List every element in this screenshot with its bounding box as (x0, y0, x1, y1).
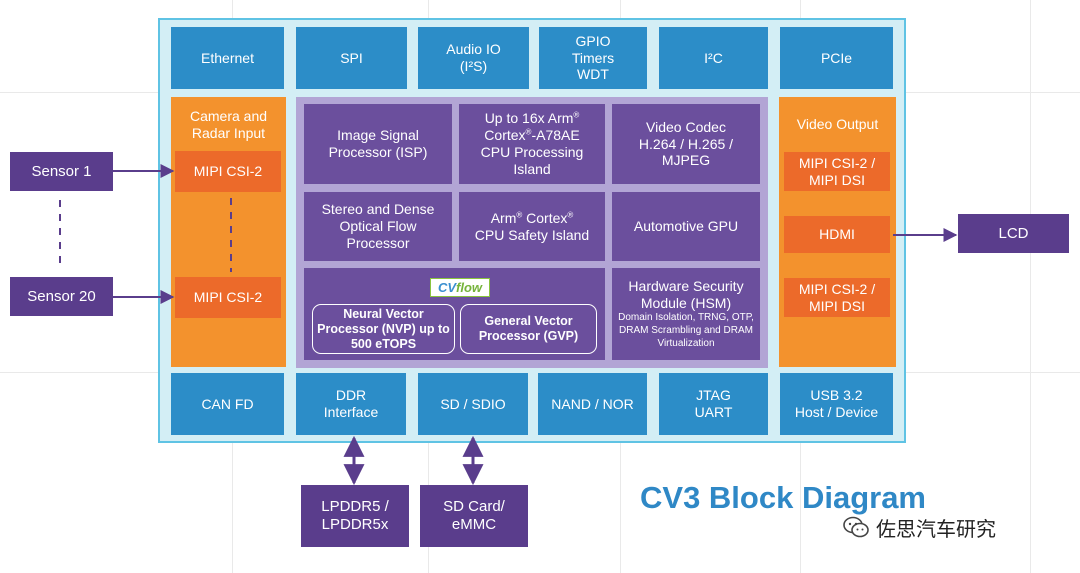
stereo-label: Stereo and Dense Optical Flow Processor (321, 201, 435, 251)
gvp-label: General Vector Processor (GVP) (478, 314, 579, 343)
cpu-line1: Up to 16x Arm (484, 110, 574, 127)
video-mipi-port-1-label: MIPI CSI-2 / MIPI DSI (798, 154, 876, 188)
grid-line (1030, 0, 1031, 573)
lpddr-line2: LPDDR5x (321, 516, 389, 533)
audio-io-sub-label: (I²S) (459, 58, 488, 74)
uart-label: UART (694, 404, 733, 420)
nand-nor-block: NAND / NOR (538, 373, 647, 435)
pcie-label: PCIe (820, 49, 853, 66)
hsm-block: Hardware Security Module (HSM) Domain Is… (612, 268, 760, 360)
cpu-line2b: -A78AE (531, 127, 580, 144)
nand-nor-label: NAND / NOR (551, 395, 634, 412)
can-fd-label: CAN FD (201, 395, 254, 412)
gpio-label: GPIO (575, 32, 611, 49)
mipi-csi2-port-1: MIPI CSI-2 (175, 151, 281, 192)
lcd-block: LCD (958, 214, 1069, 253)
ethernet-block: Ethernet (171, 27, 284, 89)
hdmi-label: HDMI (819, 226, 855, 243)
ethernet-label: Ethernet (201, 49, 254, 66)
usb-line2: Host / Device (794, 404, 879, 420)
cpu-line2: Cortex (484, 127, 526, 144)
wdt-label: WDT (577, 66, 609, 83)
gpio-block: GPIO Timers WDT (539, 27, 647, 89)
sd-card-block: SD Card/ eMMC (420, 485, 528, 547)
jtag-label: JTAG (696, 387, 731, 404)
diagram-title: CV3 Block Diagram (640, 480, 926, 515)
video-mipi-port-2-label: MIPI CSI-2 / MIPI DSI (798, 280, 876, 314)
sdcard-line1: SD Card/ (443, 498, 505, 515)
timers-label: Timers (571, 49, 615, 66)
stereo-optical-flow-block: Stereo and Dense Optical Flow Processor (304, 192, 452, 261)
sensor-20-block: Sensor 20 (10, 277, 113, 316)
sd-sdio-block: SD / SDIO (418, 373, 528, 435)
hsm-title: Hardware Security Module (HSM) (628, 277, 744, 311)
video-panel-title: Video Output (796, 116, 879, 132)
lpddr-block: LPDDR5 / LPDDR5x (301, 485, 409, 547)
cpu-processing-island: Up to 16x Arm® Cortex®-A78AE CPU Process… (459, 104, 605, 184)
spi-block: SPI (296, 27, 407, 89)
video-mipi-port-2: MIPI CSI-2 / MIPI DSI (784, 278, 890, 317)
sd-sdio-label: SD / SDIO (440, 395, 506, 412)
mipi-csi2-port-1-label: MIPI CSI-2 (193, 163, 263, 180)
can-fd-block: CAN FD (171, 373, 284, 435)
cpu-safety-island: Arm® Cortex® CPU Safety Island (459, 192, 605, 261)
codec-formats-label: H.264 / H.265 / MJPEG (638, 135, 734, 169)
sensor-1-block: Sensor 1 (10, 152, 113, 191)
isp-block: Image Signal Processor (ISP) (304, 104, 452, 184)
mipi-csi2-port-2: MIPI CSI-2 (175, 277, 281, 318)
ddr-interface-block: DDR Interface (296, 373, 406, 435)
cpu-line3: CPU Processing Island (480, 144, 584, 177)
safety-line2: CPU Safety Island (474, 226, 590, 243)
i2c-label: I²C (704, 49, 723, 66)
video-codec-label: Video Codec (646, 118, 726, 135)
spi-label: SPI (340, 49, 363, 66)
usb-block: USB 3.2 Host / Device (780, 373, 893, 435)
camera-panel-title: Camera and Radar Input (189, 108, 268, 141)
sensor-1-label: Sensor 1 (31, 162, 92, 180)
watermark-text: 佐思汽车研究 (876, 518, 996, 541)
audio-io-block: Audio IO (I²S) (418, 27, 529, 89)
lpddr-line1: LPDDR5 / (321, 498, 389, 515)
wechat-icon (843, 516, 869, 538)
audio-io-label: Audio IO (446, 41, 501, 58)
gvp-block: General Vector Processor (GVP) (460, 304, 597, 354)
safety-line1: Arm (490, 209, 517, 226)
i2c-block: I²C (659, 27, 768, 89)
jtag-uart-block: JTAG UART (659, 373, 768, 435)
ddr-line1: DDR (335, 387, 367, 404)
usb-line1: USB 3.2 (810, 387, 863, 404)
sensor-20-label: Sensor 20 (27, 287, 96, 305)
cvflow-logo-flow: flow (456, 280, 483, 295)
lcd-label: LCD (998, 224, 1029, 242)
automotive-gpu-block: Automotive GPU (612, 192, 760, 261)
hsm-detail: Domain Isolation, TRNG, OTP, DRAM Scramb… (618, 312, 754, 350)
nvp-block: Neural Vector Processor (NVP) up to 500 … (312, 304, 455, 354)
video-mipi-port-1: MIPI CSI-2 / MIPI DSI (784, 152, 890, 191)
cvflow-logo-cv: CV (437, 280, 457, 295)
hdmi-port: HDMI (784, 216, 890, 253)
pcie-block: PCIe (780, 27, 893, 89)
video-codec-block: Video Codec H.264 / H.265 / MJPEG (612, 104, 760, 184)
watermark: 佐思汽车研究 (842, 513, 996, 541)
isp-label: Image Signal Processor (ISP) (328, 127, 428, 160)
nvp-label: Neural Vector Processor (NVP) up to 500 … (317, 306, 450, 351)
sdcard-line2: eMMC (451, 516, 497, 533)
gpu-label: Automotive GPU (633, 218, 739, 235)
ddr-line2: Interface (323, 404, 379, 420)
mipi-csi2-port-2-label: MIPI CSI-2 (193, 289, 263, 306)
camera-radar-panel (171, 97, 286, 367)
safety-line1b: Cortex (522, 209, 568, 226)
